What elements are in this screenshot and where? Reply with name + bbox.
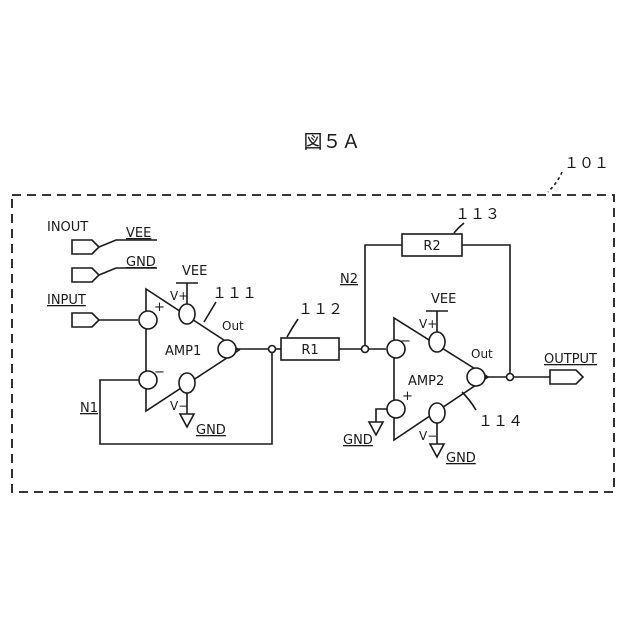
block-ref-leader [548, 172, 562, 192]
inout-label: INOUT [47, 220, 88, 235]
amp1-vminus-pin [179, 373, 195, 393]
n2-feedback-wire-left [365, 245, 402, 345]
n1-label: N1 [80, 401, 98, 416]
r1-ref-leader [287, 319, 298, 337]
amp2-plus-gnd-wire [376, 409, 387, 422]
node-output [507, 374, 514, 381]
amp2-vminus-gnd-icon [430, 444, 444, 457]
block-ref-label: １０１ [564, 154, 609, 172]
amp1-name: AMP1 [165, 344, 201, 359]
amp1-out-label: Out [222, 319, 244, 333]
amp1-out-pin [218, 340, 236, 358]
amp1-minus-sign: − [154, 365, 165, 380]
amp2-plus-gnd-label: GND [343, 433, 373, 448]
r2-name: R2 [423, 239, 440, 254]
amp2-vplus-label: V+ [419, 317, 437, 331]
amp2-ref-label: １１４ [478, 412, 523, 430]
amp1-gnd-label: GND [196, 423, 226, 438]
input-port-icon [72, 313, 99, 327]
amp2-vminus-gnd-label: GND [446, 451, 476, 466]
amp2-ref-leader [462, 392, 476, 410]
vee-net-label: VEE [126, 226, 151, 241]
output-port-icon [550, 370, 583, 384]
amp1-ref-label: １１１ [212, 284, 257, 302]
inout-port-icon [72, 240, 99, 254]
node-n2 [362, 346, 369, 353]
r1-ref-label: １１２ [298, 300, 343, 318]
inout-wire [99, 240, 157, 247]
amp1-vminus-label: V− [170, 399, 188, 413]
gnd-net-label: GND [126, 255, 156, 270]
amp2-minus-sign: − [400, 334, 411, 349]
amp1-vplus-label: V+ [170, 289, 188, 303]
amp2-out-label: Out [471, 347, 493, 361]
input-label: INPUT [47, 293, 86, 308]
amp1-plus-sign: + [154, 300, 165, 315]
n2-label: N2 [340, 272, 358, 287]
r2-ref-label: １１３ [455, 205, 500, 223]
amp1-gnd-icon [180, 414, 194, 427]
amp2-vminus-label: V− [419, 429, 437, 443]
amp2-name: AMP2 [408, 374, 444, 389]
amp2-out-pin [467, 368, 485, 386]
amp1-vplus-pin [179, 304, 195, 324]
r1-name: R1 [301, 343, 318, 358]
amp1-ref-leader [204, 302, 216, 322]
amp2-vplus-pin [429, 332, 445, 352]
amp2-vminus-pin [429, 403, 445, 423]
amp1-vee-label: VEE [182, 264, 207, 279]
output-label: OUTPUT [544, 352, 597, 367]
gnd-port-icon [72, 268, 99, 282]
node-amp1-out [269, 346, 276, 353]
amp2-plus-sign: + [402, 389, 413, 404]
figure-title: 図５Ａ [303, 131, 360, 153]
amp2-vee-label: VEE [431, 292, 456, 307]
r2-ref-leader [454, 223, 464, 233]
